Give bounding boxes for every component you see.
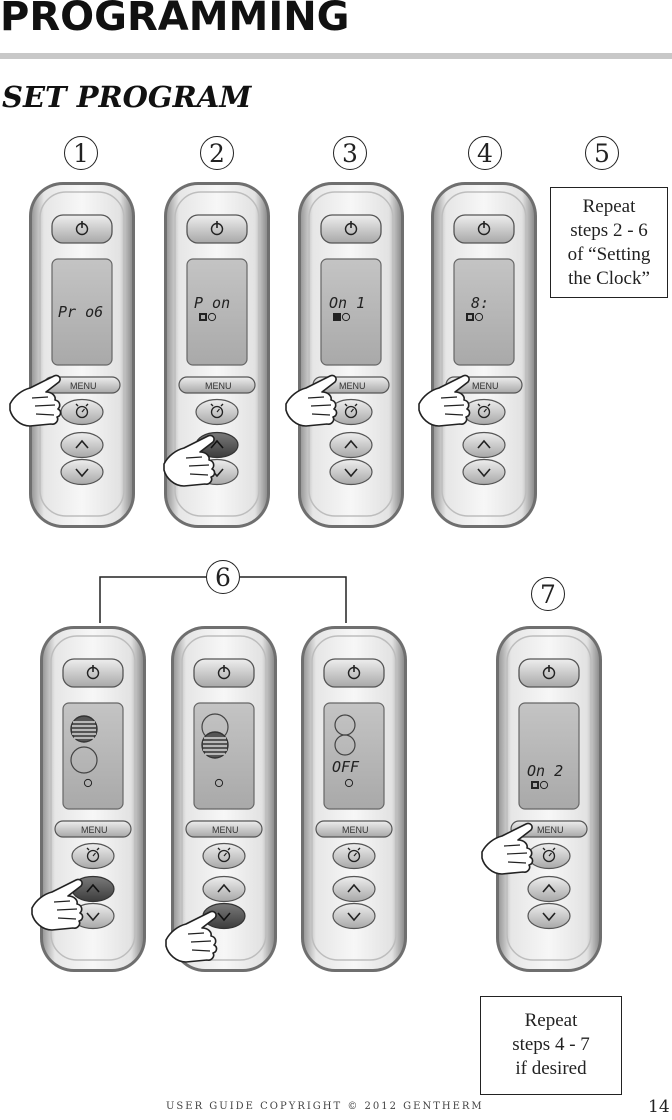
menu-label: MENU xyxy=(537,825,564,835)
menu-label: MENU xyxy=(205,381,232,391)
remote-step-7: On 2 MENU xyxy=(494,624,604,974)
step-number-1: 1 xyxy=(64,136,98,170)
timer-icon[interactable] xyxy=(195,398,239,426)
note-step-5-line-4: the Clock” xyxy=(568,268,650,289)
fan-grille-icon xyxy=(70,715,98,743)
note-step-5-line-1: Repeat xyxy=(582,196,636,217)
hand-pointer-icon xyxy=(480,818,550,878)
up-arrow-icon[interactable] xyxy=(527,875,571,903)
lcd-readout: On 2 xyxy=(527,762,563,780)
menu-label: MENU xyxy=(212,825,239,835)
timer-icon[interactable] xyxy=(202,842,246,870)
hand-pointer-icon xyxy=(30,874,100,934)
hand-pointer-icon xyxy=(164,906,234,966)
remote-step-6c: OFF MENU xyxy=(299,624,409,974)
remote-step-1: Pr o6 MENU xyxy=(27,180,137,530)
power-icon[interactable] xyxy=(193,658,255,688)
note-step-7: Repeat steps 4 - 7 if desired xyxy=(480,996,622,1095)
remote-step-6b: MENU xyxy=(169,624,279,974)
up-arrow-icon[interactable] xyxy=(60,431,104,459)
up-arrow-icon[interactable] xyxy=(202,875,246,903)
lcd-screen xyxy=(518,702,580,810)
step-number-3: 3 xyxy=(333,136,367,170)
note-step-7-line-1: Repeat xyxy=(524,1010,578,1031)
lcd-screen xyxy=(453,258,515,366)
lcd-screen xyxy=(323,702,385,810)
remote-step-3: On 1 MENU xyxy=(296,180,406,530)
power-icon[interactable] xyxy=(518,658,580,688)
section-title: SET PROGRAM xyxy=(2,80,252,114)
down-arrow-icon[interactable] xyxy=(329,458,373,486)
menu-label: MENU xyxy=(339,381,366,391)
lcd-screen xyxy=(320,258,382,366)
down-arrow-icon[interactable] xyxy=(527,902,571,930)
down-arrow-icon[interactable] xyxy=(60,458,104,486)
note-step-5-line-3: of “Setting xyxy=(567,244,651,265)
hand-pointer-icon xyxy=(417,370,487,430)
step-number-4: 4 xyxy=(468,136,502,170)
lcd-readout: P on xyxy=(194,294,230,312)
fan-outline xyxy=(70,746,98,774)
clock-icon xyxy=(531,780,549,790)
remote-step-4: 8: MENU xyxy=(429,180,539,530)
fan-grille-icon xyxy=(201,731,229,759)
down-arrow-icon[interactable] xyxy=(332,902,376,930)
up-arrow-icon[interactable] xyxy=(329,431,373,459)
up-arrow-icon[interactable] xyxy=(462,431,506,459)
menu-label: MENU xyxy=(342,825,369,835)
power-icon[interactable] xyxy=(453,214,515,244)
timer-icon[interactable] xyxy=(71,842,115,870)
up-arrow-icon[interactable] xyxy=(332,875,376,903)
hand-pointer-icon xyxy=(162,430,232,490)
clock-icon xyxy=(344,778,354,788)
menu-label: MENU xyxy=(81,825,108,835)
step-number-7: 7 xyxy=(531,577,565,611)
clock-icon xyxy=(83,778,93,788)
step-number-2: 2 xyxy=(200,136,234,170)
hand-pointer-icon xyxy=(284,370,354,430)
lcd-readout: OFF xyxy=(332,758,360,776)
clock-icon xyxy=(214,778,224,788)
lcd-readout: On 1 xyxy=(329,294,365,312)
hand-pointer-icon xyxy=(8,370,78,430)
power-icon[interactable] xyxy=(62,658,124,688)
clock-icon xyxy=(199,312,217,322)
footer-copyright: USER GUIDE COPYRIGHT © 2012 GENTHERM xyxy=(166,1101,484,1112)
page-header-title: PROGRAMMING xyxy=(0,0,350,40)
lcd-screen xyxy=(186,258,248,366)
power-icon[interactable] xyxy=(51,214,113,244)
menu-label: MENU xyxy=(472,381,499,391)
menu-label: MENU xyxy=(70,381,97,391)
clock-icon xyxy=(466,312,484,322)
down-arrow-icon[interactable] xyxy=(462,458,506,486)
power-icon[interactable] xyxy=(186,214,248,244)
power-icon[interactable] xyxy=(320,214,382,244)
note-step-5: Repeat steps 2 - 6 of “Setting the Clock… xyxy=(550,187,668,298)
fan-outline xyxy=(334,734,356,756)
clock-icon xyxy=(333,312,351,322)
timer-icon[interactable] xyxy=(332,842,376,870)
note-step-5-line-2: steps 2 - 6 xyxy=(570,220,648,241)
lcd-readout: Pr o6 xyxy=(58,303,103,321)
page-number: 14 xyxy=(648,1097,670,1117)
note-step-7-line-3: if desired xyxy=(515,1058,587,1079)
note-step-7-line-2: steps 4 - 7 xyxy=(512,1034,590,1055)
lcd-screen xyxy=(193,702,255,810)
lcd-readout: 8: xyxy=(471,294,489,312)
step-number-6: 6 xyxy=(206,560,240,594)
header-rule xyxy=(0,53,672,59)
step-number-5: 5 xyxy=(585,136,619,170)
lcd-screen xyxy=(51,258,113,366)
power-icon[interactable] xyxy=(323,658,385,688)
